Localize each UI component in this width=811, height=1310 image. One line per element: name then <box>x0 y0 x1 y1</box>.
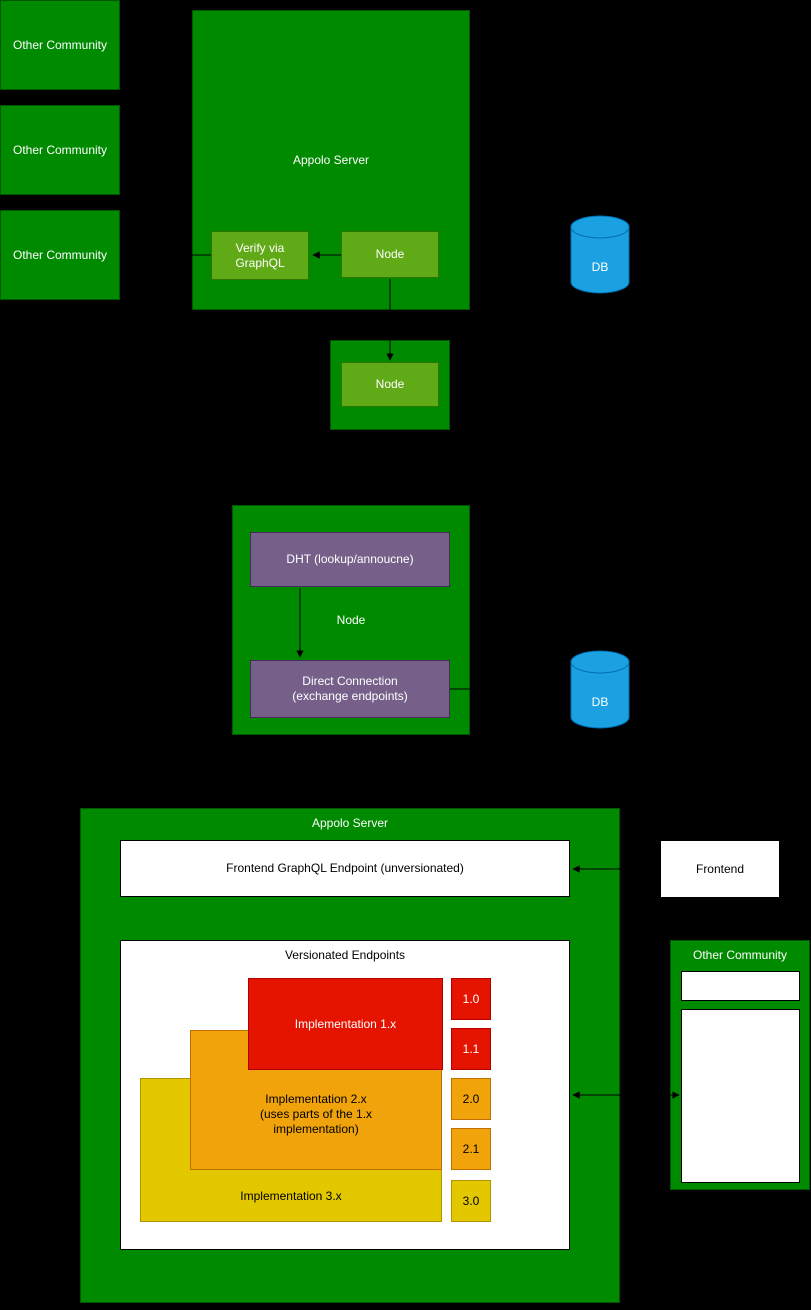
node-box-2: Node <box>341 362 439 407</box>
version-badge-2-0: 2.0 <box>451 1078 491 1120</box>
version-badge-2-1: 2.1 <box>451 1128 491 1170</box>
dht-label: DHT (lookup/annoucne) <box>286 552 414 566</box>
version-1-0-label: 1.0 <box>462 991 480 1006</box>
other-community-3-label: Other Community <box>12 247 108 262</box>
frontend-label: Frontend <box>695 861 745 876</box>
node-2-label: Node <box>375 377 405 391</box>
implementation-3x-label: Implementation 3.x <box>240 1189 342 1203</box>
community-endpoint-box-small <box>681 971 800 1001</box>
version-2-1-label: 2.1 <box>462 1141 480 1156</box>
db-cylinder-2-shape <box>570 650 630 729</box>
node-top-label: Node <box>375 247 405 261</box>
verify-via-graphql-box: Verify via GraphQL <box>211 231 309 280</box>
direct-connection-box: Direct Connection (exchange endpoints) <box>250 660 450 718</box>
dht-box: DHT (lookup/annoucne) <box>250 532 450 587</box>
frontend-box: Frontend <box>660 840 780 898</box>
version-1-1-label: 1.1 <box>462 1041 480 1056</box>
version-badge-3-0: 3.0 <box>451 1180 491 1222</box>
community-endpoint-box-large <box>681 1009 800 1183</box>
db-2-label: DB <box>591 695 609 709</box>
frontend-graphql-endpoint-label: Frontend GraphQL Endpoint (unversionated… <box>226 861 464 875</box>
db-cylinder-2: DB <box>570 650 630 730</box>
db-1-label: DB <box>591 260 609 274</box>
version-3-0-label: 3.0 <box>462 1193 480 1208</box>
db-cylinder-1-shape <box>570 215 630 294</box>
verify-via-graphql-label: Verify via GraphQL <box>235 240 285 270</box>
frontend-graphql-endpoint-box: Frontend GraphQL Endpoint (unversionated… <box>120 840 570 897</box>
appolo-server-bottom-label: Appolo Server <box>311 816 389 830</box>
middle-node-label: Node <box>336 612 366 627</box>
versionated-endpoints-label: Versionated Endpoints <box>284 948 406 962</box>
other-community-box-3: Other Community <box>0 210 120 300</box>
db-cylinder-1: DB <box>570 215 630 295</box>
version-badge-1-1: 1.1 <box>451 1028 491 1070</box>
other-community-2-label: Other Community <box>12 142 108 157</box>
version-2-0-label: 2.0 <box>462 1091 480 1106</box>
implementation-1x-box: Implementation 1.x <box>248 978 443 1070</box>
implementation-1x-label: Implementation 1.x <box>294 1016 397 1031</box>
implementation-2x-label: Implementation 2.x (uses parts of the 1.… <box>259 1092 373 1136</box>
other-community-box-1: Other Community <box>0 0 120 90</box>
appolo-server-top-label: Appolo Server <box>292 152 370 167</box>
other-community-box-2: Other Community <box>0 105 120 195</box>
other-community-bottom-label: Other Community <box>692 948 788 962</box>
node-box-top: Node <box>341 231 439 278</box>
version-badge-1-0: 1.0 <box>451 978 491 1020</box>
direct-connection-label: Direct Connection (exchange endpoints) <box>292 674 408 703</box>
other-community-1-label: Other Community <box>12 37 108 52</box>
